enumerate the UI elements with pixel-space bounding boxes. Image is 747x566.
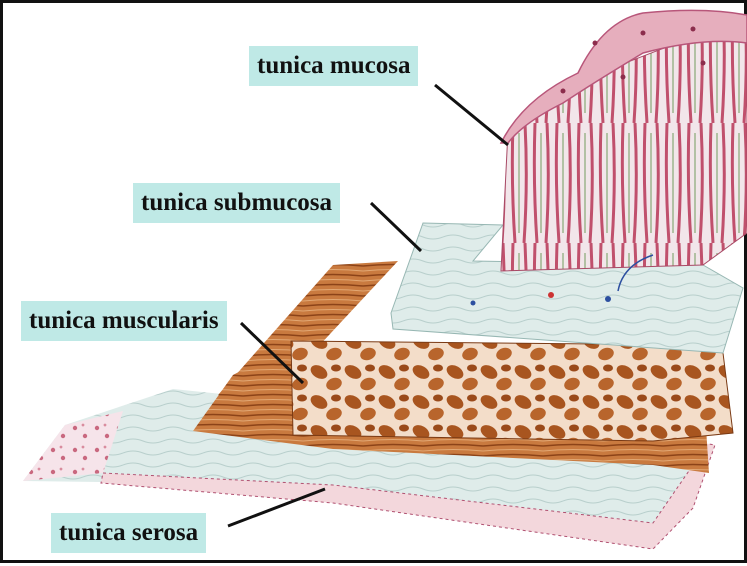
gastric-pit bbox=[641, 31, 646, 36]
label-tunica-serosa: tunica serosa bbox=[51, 513, 206, 553]
blood-vessel bbox=[605, 296, 611, 302]
circular-muscle-layer bbox=[291, 341, 733, 441]
stomach-wall-illustration bbox=[3, 3, 747, 566]
gastric-pit bbox=[621, 75, 626, 80]
leader-line-submucosa bbox=[371, 203, 421, 251]
label-tunica-mucosa: tunica mucosa bbox=[249, 46, 418, 86]
label-tunica-submucosa: tunica submucosa bbox=[133, 183, 340, 223]
mucosa-layer bbox=[501, 33, 747, 271]
gastric-pit bbox=[561, 89, 566, 94]
label-tunica-muscularis: tunica muscularis bbox=[21, 301, 227, 341]
leader-line-mucosa bbox=[435, 85, 508, 145]
blood-vessel bbox=[548, 292, 554, 298]
gastric-pit bbox=[593, 41, 598, 46]
gastric-pit bbox=[691, 27, 696, 32]
gastric-pit bbox=[701, 61, 706, 66]
blood-vessel bbox=[471, 301, 476, 306]
